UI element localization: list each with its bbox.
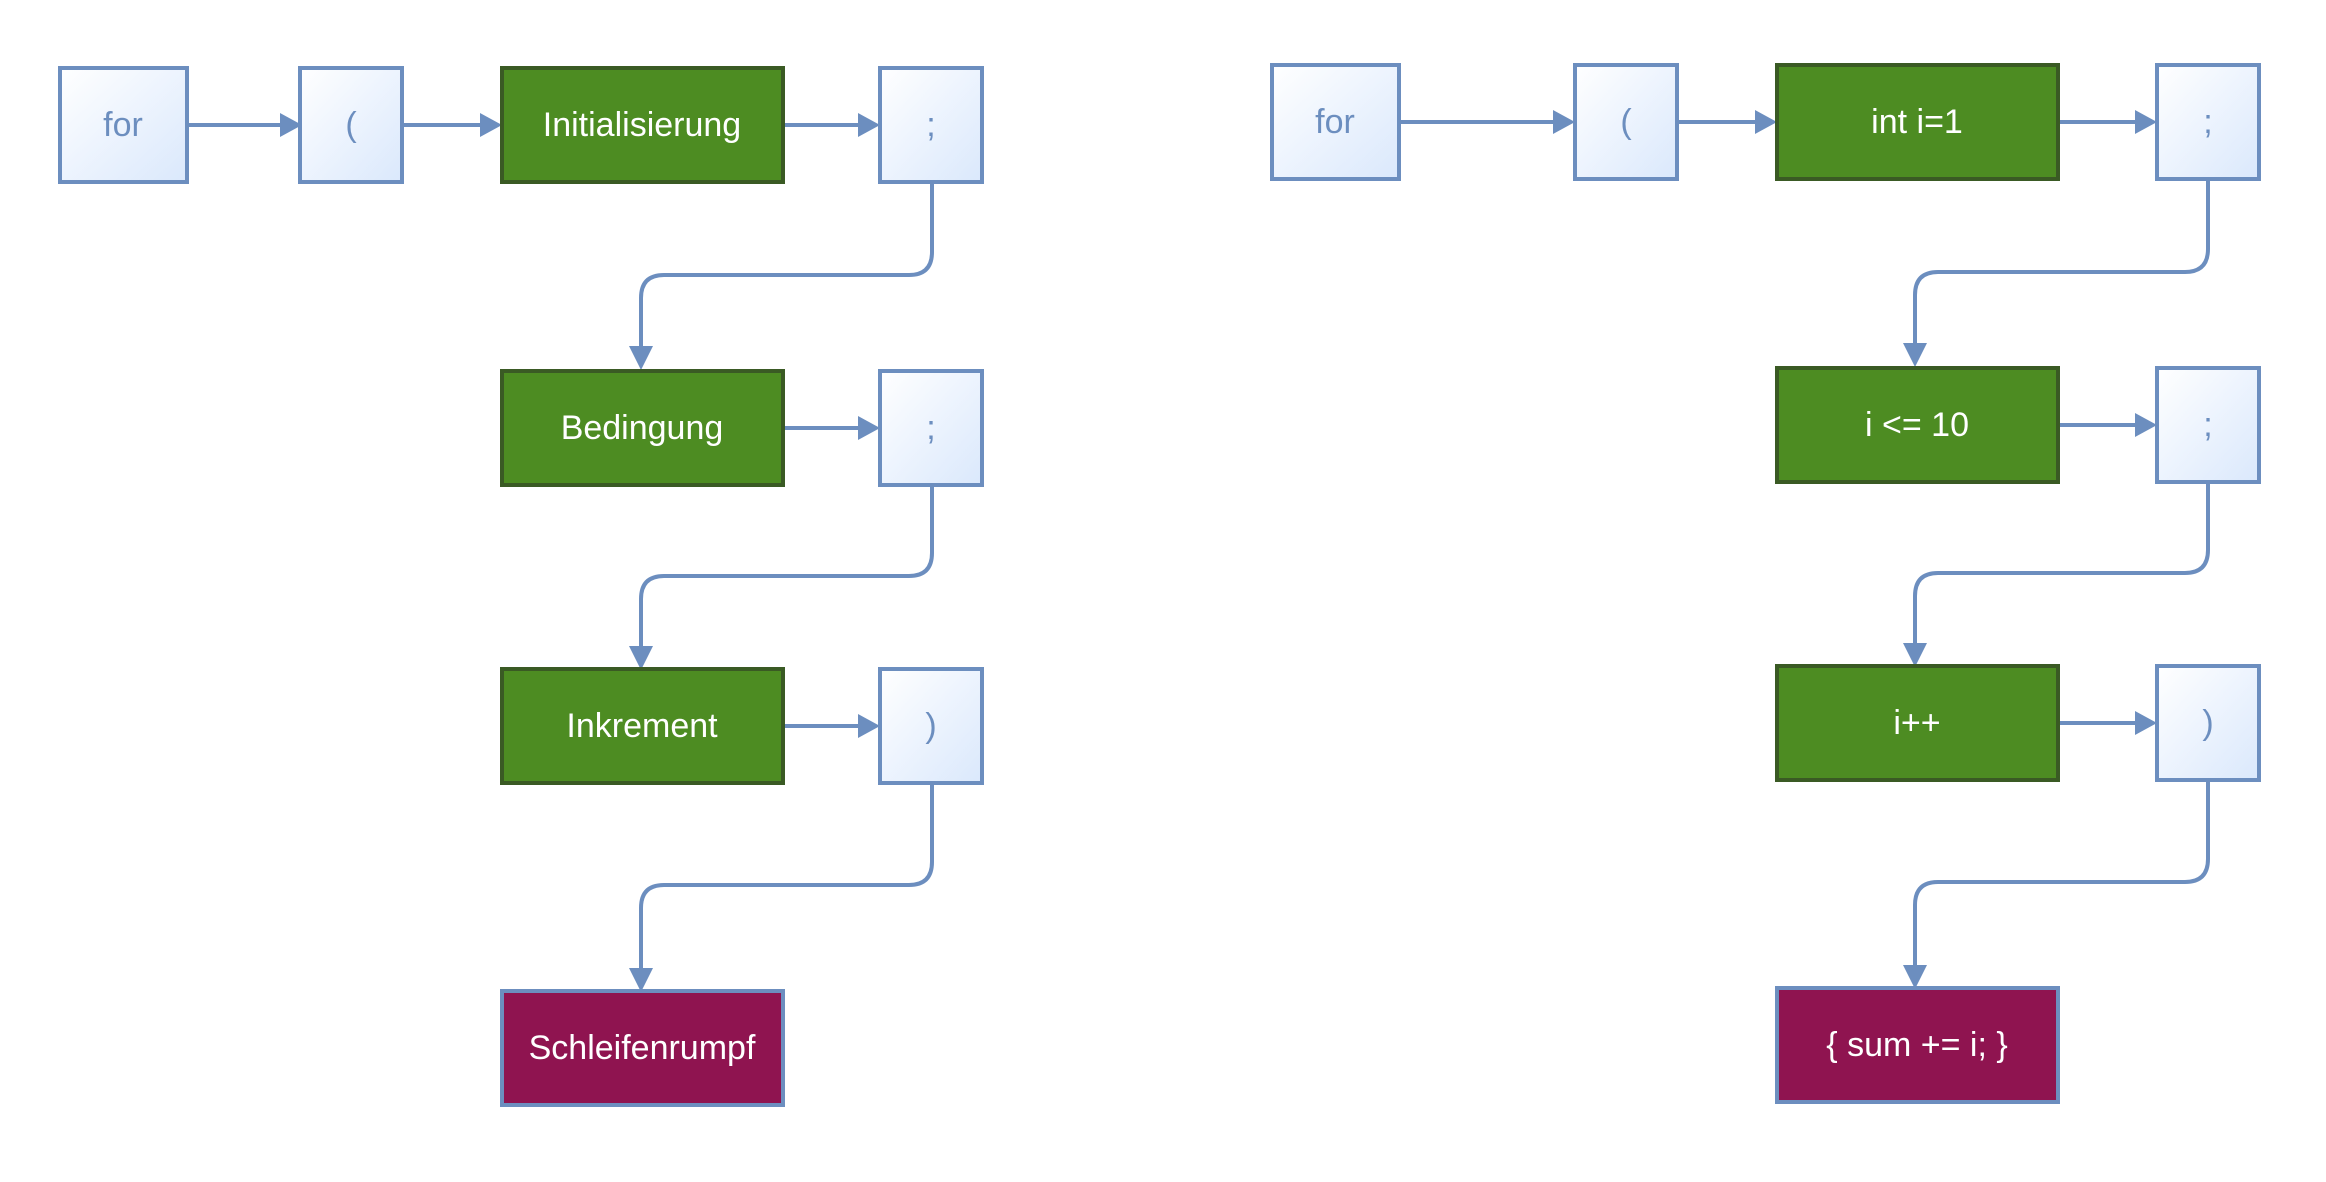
increment-label: i++ [1893, 704, 1940, 742]
increment-label: Inkrement [566, 707, 718, 745]
arrowhead [858, 714, 880, 738]
connector-semicolon-to-increment [639, 485, 934, 652]
arrowhead [1755, 110, 1777, 134]
arrowhead [2135, 110, 2157, 134]
open-paren-box: ( [298, 66, 404, 184]
arrowhead [629, 968, 653, 992]
arrowhead [1903, 965, 1927, 989]
arrowhead [280, 113, 302, 137]
open-paren-label: ( [1620, 103, 1632, 141]
open-paren-box: ( [1573, 63, 1679, 181]
for-keyword-label: for [1315, 103, 1355, 141]
condition-label: i <= 10 [1865, 406, 1969, 444]
arrowhead [480, 113, 502, 137]
semicolon-label-1: ; [2203, 103, 2212, 141]
arrowhead [2135, 413, 2157, 437]
semicolon-label-2: ; [2203, 406, 2212, 444]
initialization-label: int i=1 [1871, 103, 1963, 141]
arrowhead [629, 346, 653, 370]
initialization-box: Initialisierung [500, 66, 785, 184]
connector-semicolon-to-condition [1913, 179, 2210, 349]
close-paren-box: ) [878, 667, 984, 785]
semicolon-box-2: ; [878, 369, 984, 487]
condition-box: i <= 10 [1775, 366, 2060, 484]
right-diagram: for ( int i=1 ; i <= 10 ; i++ ) [1270, 63, 2261, 1104]
loop-body-label: Schleifenrumpf [529, 1029, 756, 1067]
condition-box: Bedingung [500, 369, 785, 487]
condition-label: Bedingung [561, 409, 724, 447]
arrowhead [858, 113, 880, 137]
increment-box: Inkrement [500, 667, 785, 785]
connector-semicolon-to-increment [1913, 482, 2210, 649]
close-paren-label: ) [925, 707, 936, 745]
for-keyword-box: for [1270, 63, 1401, 181]
semicolon-label-1: ; [926, 106, 935, 144]
left-diagram: for ( Initialisierung ; Bedingung ; Inkr… [58, 66, 984, 1107]
for-keyword-box: for [58, 66, 189, 184]
arrowhead [629, 646, 653, 670]
connector-paren-to-body [639, 783, 934, 974]
loop-body-box: { sum += i; } [1775, 986, 2060, 1104]
connector-paren-to-body [1913, 780, 2210, 971]
for-keyword-label: for [103, 106, 143, 144]
loop-body-label: { sum += i; } [1826, 1026, 2007, 1064]
close-paren-box: ) [2155, 664, 2261, 782]
semicolon-box-1: ; [2155, 63, 2261, 181]
semicolon-box-1: ; [878, 66, 984, 184]
semicolon-box-2: ; [2155, 366, 2261, 484]
arrowhead [2135, 711, 2157, 735]
initialization-label: Initialisierung [543, 106, 741, 144]
close-paren-label: ) [2202, 704, 2213, 742]
arrowhead [1903, 643, 1927, 667]
semicolon-label-2: ; [926, 409, 935, 447]
open-paren-label: ( [345, 106, 357, 144]
arrowhead [1553, 110, 1575, 134]
arrowhead [858, 416, 880, 440]
connector-semicolon-to-condition [639, 182, 934, 352]
loop-body-box: Schleifenrumpf [500, 989, 785, 1107]
arrowhead [1903, 343, 1927, 367]
increment-box: i++ [1775, 664, 2060, 782]
initialization-box: int i=1 [1775, 63, 2060, 181]
